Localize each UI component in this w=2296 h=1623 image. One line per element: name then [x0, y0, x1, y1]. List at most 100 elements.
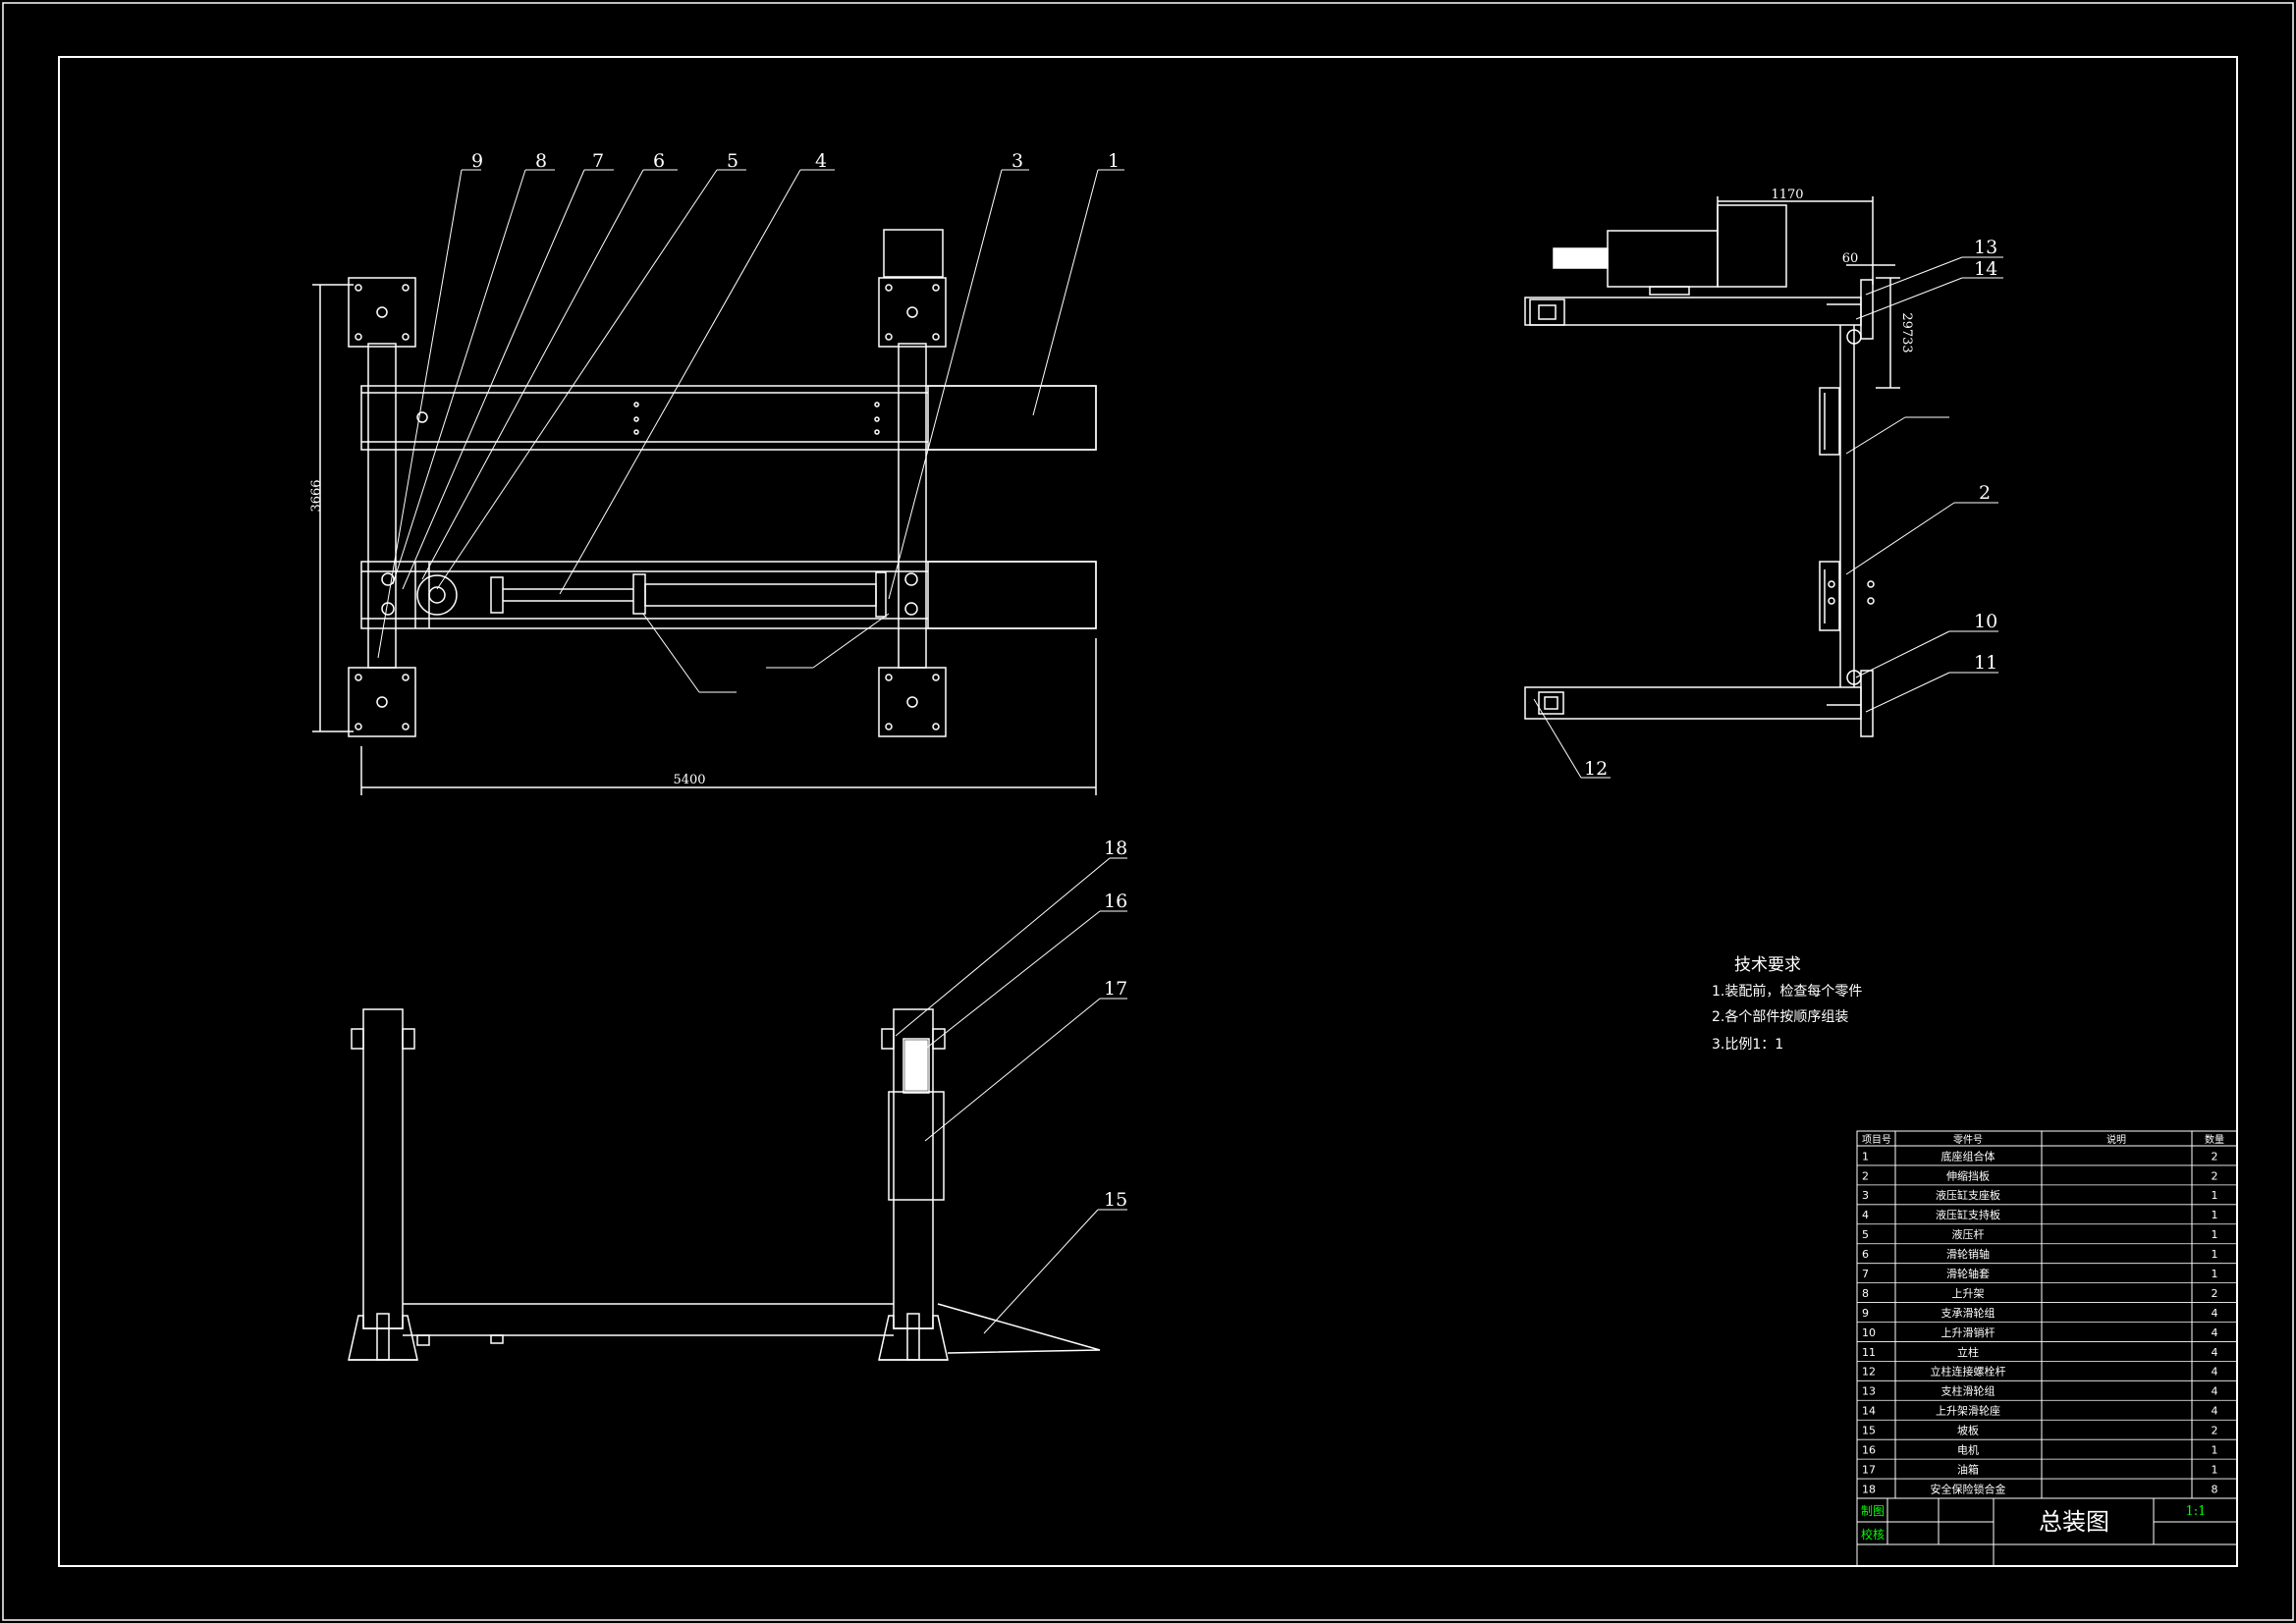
side-view-leaders [1533, 256, 2003, 779]
bom-cell-qty: 8 [2212, 1483, 2218, 1495]
bom-cell-name: 伸缩挡板 [1946, 1168, 1990, 1182]
callout-5: 5 [727, 150, 738, 172]
bom-cell-no: 16 [1862, 1444, 1876, 1457]
bom-cell-qty: 1 [2212, 1209, 2218, 1221]
bom-cell-no: 4 [1862, 1209, 1869, 1221]
tech-req-title: 技术要求 [1734, 955, 1801, 975]
bom-cell-name: 坡板 [1957, 1424, 1979, 1437]
bom-cell-name: 液压缸支座板 [1936, 1188, 2000, 1202]
bom-row: 3 液压缸支座板 1 [1862, 1188, 2218, 1202]
callout-10: 10 [1974, 611, 1997, 632]
bom-cell-no: 3 [1862, 1189, 1869, 1202]
bom-cell-name: 上升架 [1952, 1287, 1985, 1300]
bom-cell-no: 1 [1862, 1150, 1869, 1163]
bom-cell-no: 18 [1862, 1483, 1876, 1495]
top-view-leaders [377, 169, 1124, 693]
bom-row: 16 电机 1 [1862, 1443, 2218, 1457]
callout-11: 11 [1974, 652, 1997, 674]
bom-cell-name: 油箱 [1957, 1462, 1979, 1476]
bom-cell-name: 滑轮销轴 [1946, 1247, 1990, 1261]
bom-cell-name: 安全保险锁合金 [1931, 1482, 2006, 1495]
title-block [1856, 1497, 2238, 1567]
bom-cell-no: 8 [1862, 1287, 1869, 1300]
inner-border [58, 56, 2238, 1567]
bom-cell-name: 底座组合体 [1941, 1149, 1995, 1163]
drawing-title: 总装图 [2039, 1508, 2109, 1536]
bom-cell-no: 17 [1862, 1463, 1876, 1476]
top-view [312, 229, 1097, 795]
callout-15: 15 [1104, 1189, 1127, 1211]
bom-cell-name: 立柱连接螺栓杆 [1931, 1365, 2006, 1379]
tech-req-item-1: 1.装配前，检查每个零件 [1712, 983, 1862, 1000]
callout-3: 3 [1011, 150, 1023, 172]
bom-row: 1 底座组合体 2 [1862, 1149, 2218, 1163]
bom-header-desc: 说明 [2106, 1133, 2126, 1146]
bom-cell-qty: 1 [2212, 1248, 2218, 1261]
drawing-scale: 1:1 [2186, 1504, 2207, 1519]
bom-cell-qty: 1 [2212, 1228, 2218, 1241]
bom-cell-name: 支承滑轮组 [1941, 1306, 1995, 1320]
dim-side-height: 29733 [1899, 312, 1914, 352]
callout-6: 6 [653, 150, 665, 172]
callout-1: 1 [1108, 150, 1120, 172]
tech-req-item-3: 3.比例1：1 [1712, 1037, 1783, 1053]
bom-cell-name: 电机 [1957, 1443, 1979, 1457]
bom-cell-qty: 4 [2212, 1326, 2218, 1339]
front-view-leaders [895, 857, 1127, 1334]
bom-cell-qty: 1 [2212, 1444, 2218, 1457]
callout-8: 8 [535, 150, 547, 172]
callout-17: 17 [1104, 978, 1127, 1000]
bom-cell-name: 液压缸支持板 [1936, 1208, 2000, 1221]
bom-row: 2 伸缩挡板 2 [1862, 1168, 2218, 1182]
bom-headers: 项目号 零件号 说明 数量 [1862, 1133, 2224, 1146]
bom-cell-no: 2 [1862, 1169, 1869, 1182]
tech-req-item-2: 2.各个部件按顺序组装 [1712, 1009, 1848, 1025]
tech-requirements: 技术要求 1.装配前，检查每个零件 2.各个部件按顺序组装 3.比例1：1 [1712, 955, 1862, 1053]
bom-cell-qty: 4 [2212, 1346, 2218, 1359]
bom-cell-no: 7 [1862, 1268, 1869, 1280]
bom-cell-no: 5 [1862, 1228, 1869, 1241]
callout-13: 13 [1974, 237, 1997, 258]
bom-cell-qty: 2 [2212, 1169, 2218, 1182]
bom-cell-qty: 2 [2212, 1425, 2218, 1437]
bom-row-lines [1857, 1164, 2237, 1480]
bom-row: 6 滑轮销轴 1 [1862, 1247, 2218, 1261]
callout-9: 9 [471, 150, 483, 172]
bom-cell-name: 上升滑销杆 [1941, 1325, 1995, 1339]
bom-cell-name: 支柱滑轮组 [1941, 1384, 1995, 1398]
drawn-label: 制图 [1861, 1504, 1885, 1518]
checked-label: 校核 [1861, 1527, 1885, 1542]
side-view [1524, 196, 1900, 737]
callout-14: 14 [1974, 258, 1997, 280]
callout-7: 7 [592, 150, 604, 172]
bom-cell-no: 6 [1862, 1248, 1869, 1261]
dim-side-width: 1170 [1771, 188, 1803, 202]
front-view [348, 1008, 1101, 1361]
bom-header-no: 项目号 [1862, 1134, 1891, 1146]
bom-cell-qty: 4 [2212, 1366, 2218, 1379]
bom-cell-name: 液压杆 [1952, 1227, 1985, 1241]
dim-top-width: 5400 [673, 773, 705, 787]
bom-cell-no: 14 [1862, 1405, 1876, 1418]
callout-18: 18 [1104, 838, 1127, 859]
bom-cell-qty: 1 [2212, 1189, 2218, 1202]
dim-top-height: 3666 [309, 479, 324, 512]
bom-cell-qty: 2 [2212, 1150, 2218, 1163]
bom-cell-qty: 4 [2212, 1385, 2218, 1398]
callout-2: 2 [1979, 482, 1991, 504]
bom-header-qty: 数量 [2205, 1133, 2224, 1146]
bom-cell-no: 9 [1862, 1307, 1869, 1320]
bom-row: 4 液压缸支持板 1 [1862, 1208, 2218, 1221]
